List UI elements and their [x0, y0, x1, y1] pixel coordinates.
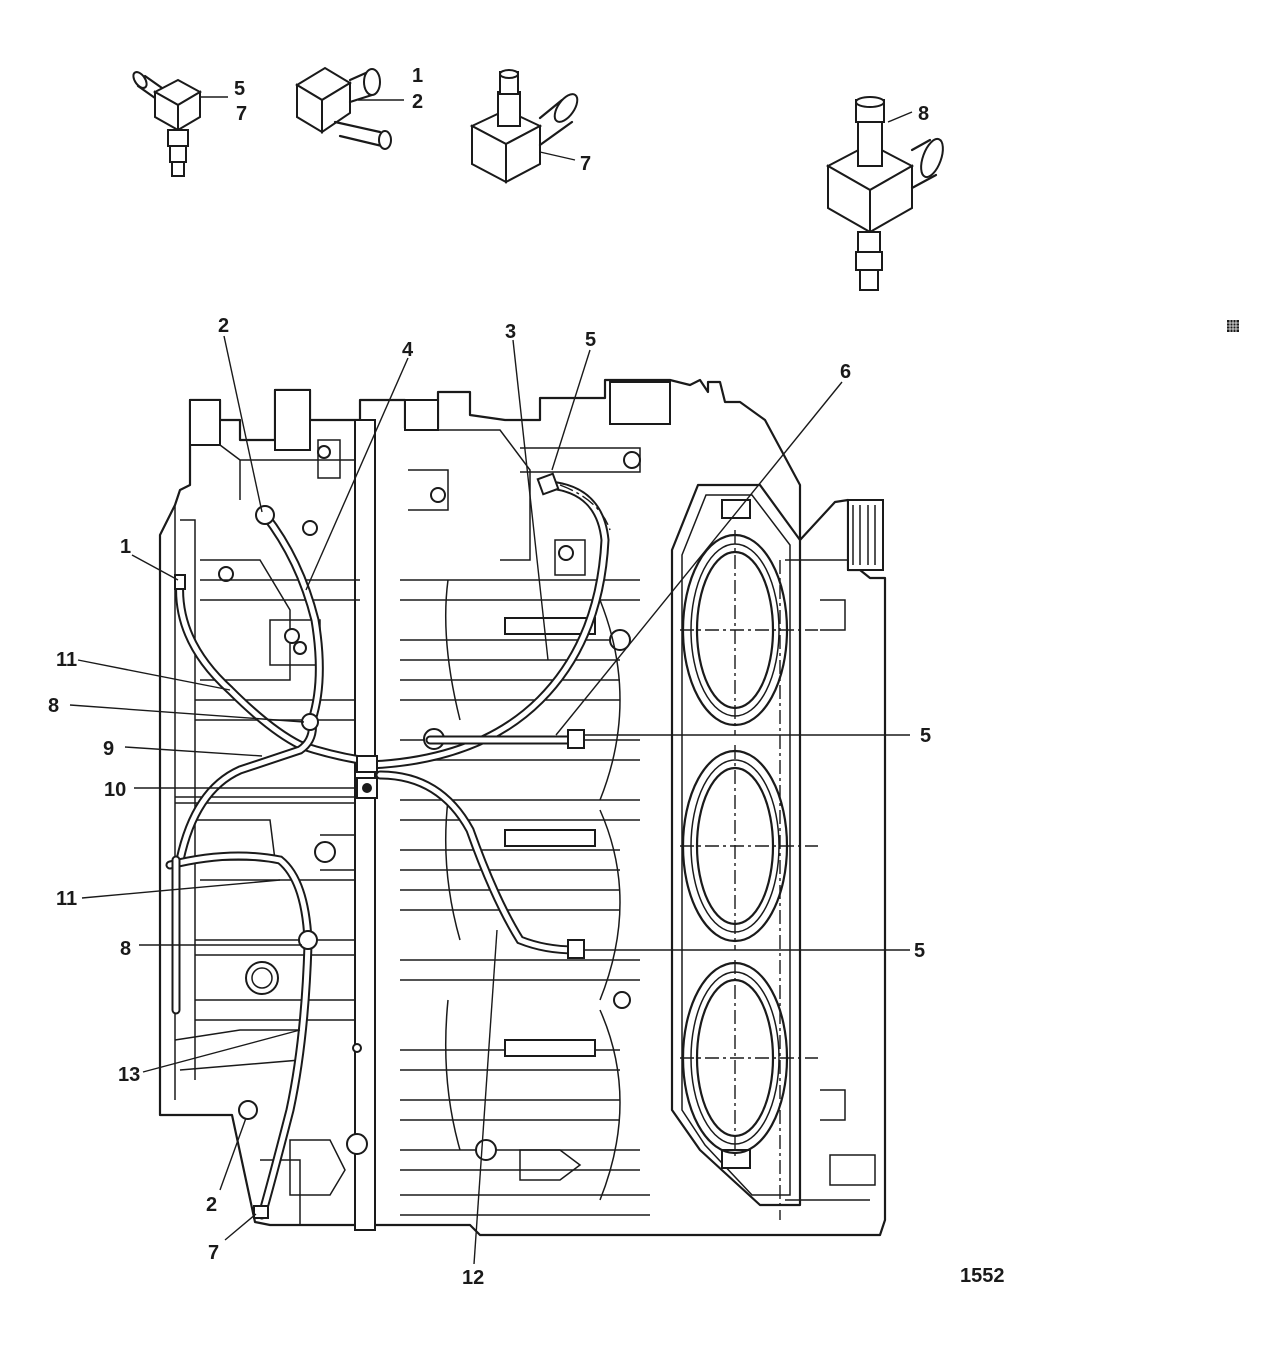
- block-fittings: [174, 472, 585, 1219]
- callout-2-lower: 2: [206, 1194, 217, 1216]
- hoses: [165, 480, 611, 1220]
- callout-labels: 5 7 1 2 7 8 2 4 3 5 6 1 11 8 9 10 5 11 8…: [48, 65, 1005, 1289]
- callout-top-8: 8: [918, 103, 929, 125]
- callout-5-top: 5: [585, 329, 596, 351]
- callout-1: 1: [120, 536, 131, 558]
- callout-13: 13: [118, 1064, 140, 1086]
- callout-top-7: 7: [236, 103, 247, 125]
- callout-7-lower: 7: [208, 1242, 219, 1264]
- callout-top-7b: 7: [580, 153, 591, 175]
- callout-9: 9: [103, 738, 114, 760]
- callout-6: 6: [840, 361, 851, 383]
- callout-11: 11: [56, 649, 77, 671]
- callout-top-5: 5: [234, 78, 245, 100]
- callout-8: 8: [48, 695, 59, 717]
- callout-5-right-lower: 5: [914, 940, 925, 962]
- callout-top-2: 2: [412, 91, 423, 113]
- callout-4: 4: [402, 339, 414, 361]
- callout-3: 3: [505, 321, 516, 343]
- tee-fitting-small: [132, 71, 203, 177]
- callout-top-1: 1: [412, 65, 423, 87]
- elbow-fitting: [295, 66, 392, 150]
- tee-fitting-medium: [469, 69, 579, 184]
- callout-12: 12: [462, 1267, 484, 1289]
- callout-8-lower: 8: [120, 938, 131, 960]
- figure-number: 1552: [960, 1265, 1005, 1287]
- tee-fitting-large: [825, 96, 944, 291]
- callout-2: 2: [218, 315, 229, 337]
- callout-5-right-upper: 5: [920, 725, 931, 747]
- grid-icon: [1227, 320, 1239, 332]
- callout-11-lower: 11: [56, 888, 77, 910]
- callout-10: 10: [104, 779, 126, 801]
- leader-lines: [69, 335, 910, 1265]
